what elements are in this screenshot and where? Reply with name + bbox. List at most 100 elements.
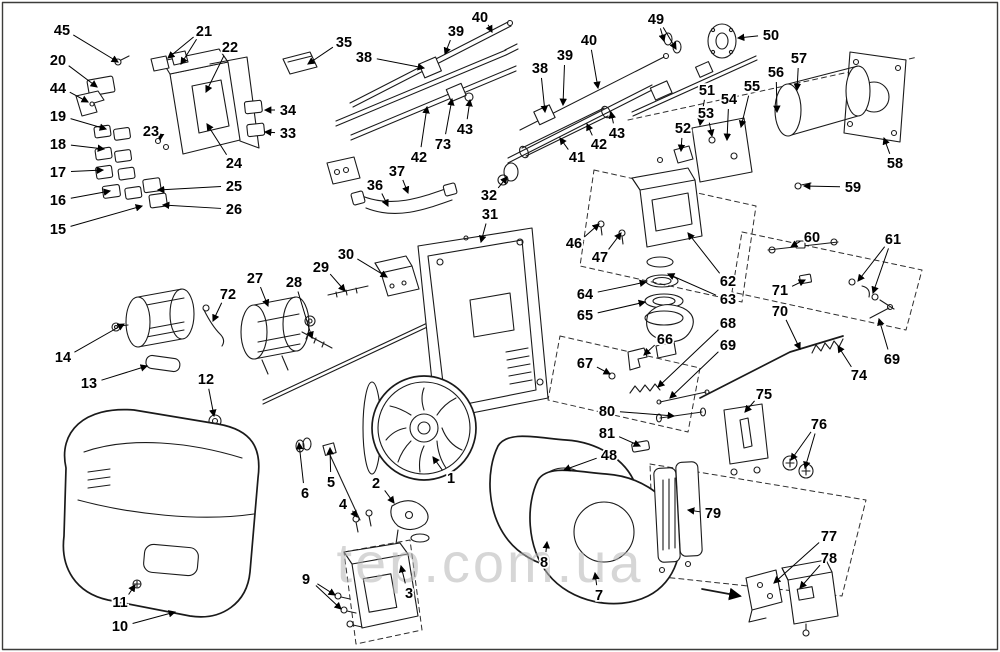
part-number-58: 58: [887, 156, 903, 172]
leader-line: [877, 317, 889, 350]
part-number-10: 10: [112, 619, 128, 635]
leader-line: [871, 248, 889, 295]
callout-layer: 4520441918171615212223242526343335383940…: [48, 8, 905, 637]
bracket-and-box: [701, 559, 839, 637]
leader-line: [156, 185, 222, 194]
linkage-rods: [699, 238, 895, 399]
leader-line: [597, 279, 648, 293]
part-number-4: 4: [339, 497, 347, 513]
leader-line: [68, 65, 98, 88]
part-number-46: 46: [566, 236, 582, 252]
part-number-71: 71: [772, 283, 788, 299]
leader-line: [132, 610, 177, 625]
leader-line: [479, 223, 487, 244]
part-number-38: 38: [532, 61, 548, 77]
leader-line: [357, 258, 388, 278]
gas-valve-assembly: [597, 167, 710, 405]
part-number-30: 30: [338, 247, 354, 263]
leader-line: [69, 91, 89, 103]
part-number-80: 80: [599, 404, 615, 420]
leader-line: [657, 329, 719, 388]
leader-line: [697, 99, 705, 127]
part-number-59: 59: [845, 180, 861, 196]
leader-line: [707, 122, 715, 138]
part-number-65: 65: [577, 308, 593, 324]
part-number-63: 63: [720, 292, 736, 308]
leader-line: [802, 182, 841, 190]
part-number-43: 43: [457, 122, 473, 138]
leader-line: [744, 400, 755, 413]
part-number-23: 23: [143, 124, 159, 140]
part-number-40: 40: [472, 10, 488, 26]
leader-line: [791, 279, 807, 287]
leader-line: [70, 166, 105, 175]
leader-line: [329, 273, 346, 292]
part-number-73: 73: [435, 137, 451, 153]
part-number-48: 48: [601, 448, 617, 464]
leader-line: [592, 571, 600, 586]
part-number-42: 42: [591, 137, 607, 153]
rear-plate: [417, 227, 549, 421]
leader-line: [376, 58, 426, 71]
leader-line: [465, 98, 473, 120]
part-number-74: 74: [851, 368, 867, 384]
part-number-60: 60: [804, 230, 820, 246]
part-number-14: 14: [55, 350, 71, 366]
part-number-32: 32: [481, 188, 497, 204]
part-number-75: 75: [756, 387, 772, 403]
leader-line: [608, 110, 616, 124]
part-number-70: 70: [772, 304, 788, 320]
leader-line: [643, 344, 656, 356]
motor-assembly: [111, 288, 195, 373]
leader-line: [540, 77, 549, 114]
part-number-6: 6: [301, 486, 309, 502]
part-number-54: 54: [721, 92, 737, 108]
blower-motor-assembly: [202, 296, 316, 428]
leader-line: [432, 456, 443, 471]
leader-line: [857, 246, 886, 282]
part-number-19: 19: [50, 109, 66, 125]
leader-line: [101, 364, 149, 381]
leader-line: [687, 232, 721, 274]
part-number-64: 64: [577, 287, 593, 303]
part-number-43: 43: [609, 126, 625, 142]
leader-line: [263, 128, 276, 137]
leader-line: [882, 136, 891, 155]
leader-line: [297, 291, 314, 340]
part-number-76: 76: [811, 417, 827, 433]
part-number-20: 20: [50, 53, 66, 69]
drive-shaft-assembly: [631, 23, 758, 117]
part-number-39: 39: [448, 24, 464, 40]
part-number-53: 53: [698, 106, 714, 122]
part-number-77: 77: [821, 529, 837, 545]
leader-line: [662, 27, 677, 50]
part-number-67: 67: [577, 356, 593, 372]
leader-line: [658, 28, 666, 43]
leader-line: [402, 179, 410, 195]
part-number-37: 37: [389, 164, 405, 180]
part-number-35: 35: [336, 35, 352, 51]
leader-line: [803, 433, 816, 470]
part-number-51: 51: [699, 83, 715, 99]
part-number-21: 21: [196, 24, 212, 40]
part-number-29: 29: [313, 260, 329, 276]
part-number-1: 1: [447, 471, 455, 487]
leader-line: [799, 564, 821, 589]
leader-line: [542, 540, 551, 553]
leader-line: [559, 137, 569, 150]
part-number-40: 40: [581, 33, 597, 49]
part-number-78: 78: [821, 551, 837, 567]
part-number-72: 72: [220, 287, 236, 303]
leader-line: [597, 299, 647, 314]
leader-line: [773, 81, 781, 114]
part-number-28: 28: [286, 275, 302, 291]
leader-line: [618, 436, 642, 447]
leader-line: [384, 490, 395, 504]
leader-line: [260, 286, 270, 308]
leader-line: [212, 302, 223, 323]
part-number-22: 22: [222, 40, 238, 56]
part-number-24: 24: [226, 156, 242, 172]
leader-line: [381, 193, 389, 208]
leader-line: [590, 49, 601, 90]
